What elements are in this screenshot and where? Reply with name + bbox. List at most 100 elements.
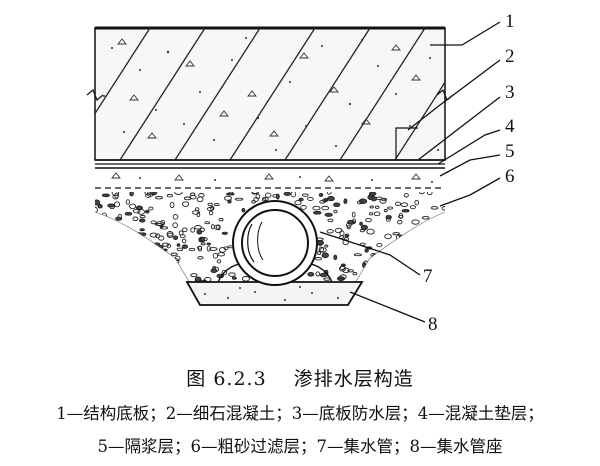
gravel-pebble (402, 246, 407, 251)
gravel-pebble (421, 296, 426, 300)
gravel-pebble (360, 224, 368, 231)
gravel-pebble (114, 279, 120, 286)
gravel-pebble (188, 247, 196, 252)
gravel-pebble (216, 259, 222, 264)
gravel-pebble (118, 285, 126, 290)
gravel-pebble (441, 206, 445, 211)
gravel-pebble (106, 223, 114, 228)
gravel-pebble (366, 228, 375, 235)
gravel-pebble (382, 296, 388, 300)
gravel-pebble (98, 281, 106, 287)
gravel-pebble (369, 267, 375, 273)
gravel-pebble (123, 234, 128, 239)
gravel-pebble (95, 199, 101, 206)
gravel-pebble (116, 266, 123, 272)
gravel-pebble (166, 231, 174, 237)
gravel-pebble (352, 272, 358, 276)
gravel-pebble (146, 272, 151, 277)
gravel-pebble (176, 243, 181, 247)
gravel-pebble (384, 297, 389, 300)
gravel-pebble (191, 210, 201, 215)
gravel-pebble (241, 276, 250, 282)
gravel-pebble (405, 252, 410, 257)
gravel-pebble (426, 242, 435, 247)
gravel-pebble (399, 254, 406, 259)
gravel-pebble (107, 292, 113, 297)
gravel-pebble (120, 291, 126, 297)
gravel-pebble (373, 211, 381, 217)
gravel-pebble (411, 219, 420, 225)
gravel-pebble (364, 248, 369, 253)
gravel-pebble (133, 282, 141, 288)
gravel-pebble (174, 192, 183, 195)
gravel-pebble (110, 227, 116, 234)
gravel-pebble (430, 206, 439, 210)
gravel-pebble (387, 206, 394, 210)
gravel-pebble (190, 273, 198, 278)
gravel-pebble (200, 242, 206, 246)
gravel-pebble (175, 271, 180, 276)
gravel-pebble (97, 204, 103, 209)
gravel-pebble (321, 205, 330, 211)
gravel-pebble (129, 234, 135, 239)
gravel-pebble (148, 206, 154, 211)
gravel-pebble (359, 242, 366, 246)
gravel-pebble (173, 270, 180, 277)
gravel-pebble (170, 252, 178, 256)
gravel-pebble (115, 216, 123, 221)
gravel-pebble (384, 233, 392, 240)
gravel-pebble (99, 237, 105, 242)
gravel-pebble (129, 203, 137, 210)
gravel-pebble (171, 293, 178, 298)
gravel-pebble (374, 205, 380, 209)
collector-pipe (232, 200, 318, 286)
gravel-pebble (99, 297, 105, 300)
gravel-pebble (155, 233, 161, 239)
gravel-pebble (135, 290, 142, 296)
gravel-pebble (141, 273, 147, 277)
gravel-pebble (371, 295, 380, 300)
gravel-pebble (423, 222, 432, 228)
gravel-pebble (435, 247, 441, 251)
gravel-pebble (401, 209, 410, 213)
gravel-pebble (365, 265, 371, 271)
gravel-pebble (365, 217, 372, 223)
gravel-pebble (134, 255, 143, 260)
gravel-pebble (112, 245, 117, 249)
gravel-pebble (115, 224, 122, 229)
gravel-pebble (424, 254, 430, 261)
gravel-pebble (319, 200, 326, 204)
gravel-pebble (182, 201, 190, 207)
gravel-pebble (409, 249, 417, 253)
gravel-pebble (181, 238, 187, 244)
gravel-pebble (206, 245, 211, 252)
gravel-pebble (197, 256, 204, 260)
gravel-pebble (144, 256, 152, 261)
gravel-pebble (113, 263, 122, 268)
gravel-pebble (101, 290, 110, 295)
gravel-pebble (393, 242, 402, 247)
gravel-pebble (163, 274, 171, 279)
gravel-pebble (190, 192, 196, 196)
gravel-pebble (318, 192, 324, 198)
gravel-pebble (103, 249, 111, 253)
gravel-pebble (139, 215, 146, 219)
gravel-pebble (385, 278, 393, 285)
gravel-pebble (313, 210, 322, 215)
gravel-pebble (160, 226, 169, 230)
callout-1: 1 (505, 11, 515, 32)
drainage-layer-section-diagram: 1 2 3 4 5 6 7 8 (86, 11, 515, 335)
gravel-pebble (182, 227, 188, 233)
gravel-pebble (146, 244, 155, 250)
gravel-pebble (135, 270, 144, 274)
gravel-pebble (371, 253, 380, 260)
gravel-pebble (399, 278, 405, 282)
gravel-pebble (144, 289, 149, 295)
gravel-pebble (432, 286, 440, 292)
gravel-pebble (207, 202, 213, 207)
gravel-pebble (324, 244, 329, 248)
gravel-pebble (294, 200, 302, 206)
gravel-pebble (194, 225, 202, 230)
gravel-pebble (208, 210, 214, 216)
gravel-pebble (318, 246, 324, 253)
